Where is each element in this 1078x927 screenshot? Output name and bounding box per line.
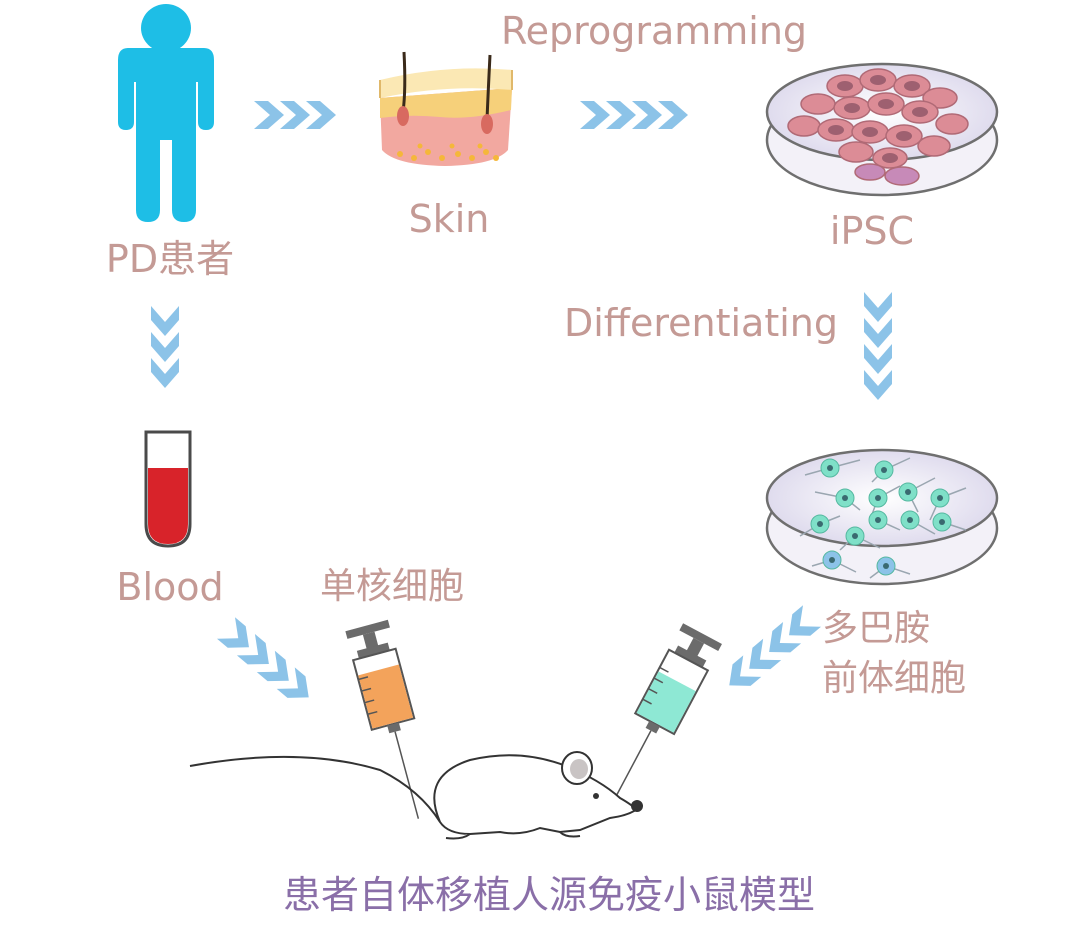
ipsc-colony bbox=[787, 68, 969, 186]
arrow-ipsc-to-neurons bbox=[864, 292, 892, 400]
neuron-dish-icon bbox=[765, 448, 999, 586]
test-tube-icon bbox=[144, 430, 192, 548]
arrow-person-to-skin bbox=[254, 101, 336, 129]
reprogramming-label: Reprogramming bbox=[501, 9, 807, 53]
skin-label: Skin bbox=[409, 197, 490, 241]
mononuclear-cell-label: 单核细胞 bbox=[320, 566, 464, 607]
blood-label: Blood bbox=[116, 565, 223, 609]
arrow-skin-to-ipsc bbox=[580, 101, 688, 129]
petri-dish-icon bbox=[765, 62, 999, 197]
patient-label: PD患者 bbox=[106, 237, 234, 281]
mouse-icon bbox=[189, 751, 643, 840]
person-icon bbox=[118, 4, 214, 222]
syringe-icon-right bbox=[613, 623, 722, 800]
skin-section-icon bbox=[379, 51, 513, 166]
syringe-icon-left bbox=[345, 619, 420, 819]
differentiating-label: Differentiating bbox=[564, 301, 838, 345]
caption: 患者自体移植人源免疫小鼠模型 bbox=[283, 873, 815, 917]
dopamine-label-line2: 前体细胞 bbox=[822, 658, 966, 699]
dopamine-label-line1: 多巴胺 bbox=[822, 608, 930, 649]
arrow-blood-to-mouse bbox=[217, 617, 318, 709]
arrow-neurons-to-mouse bbox=[720, 605, 821, 697]
ipsc-label: iPSC bbox=[830, 209, 914, 253]
arrow-patient-to-blood bbox=[151, 306, 179, 388]
